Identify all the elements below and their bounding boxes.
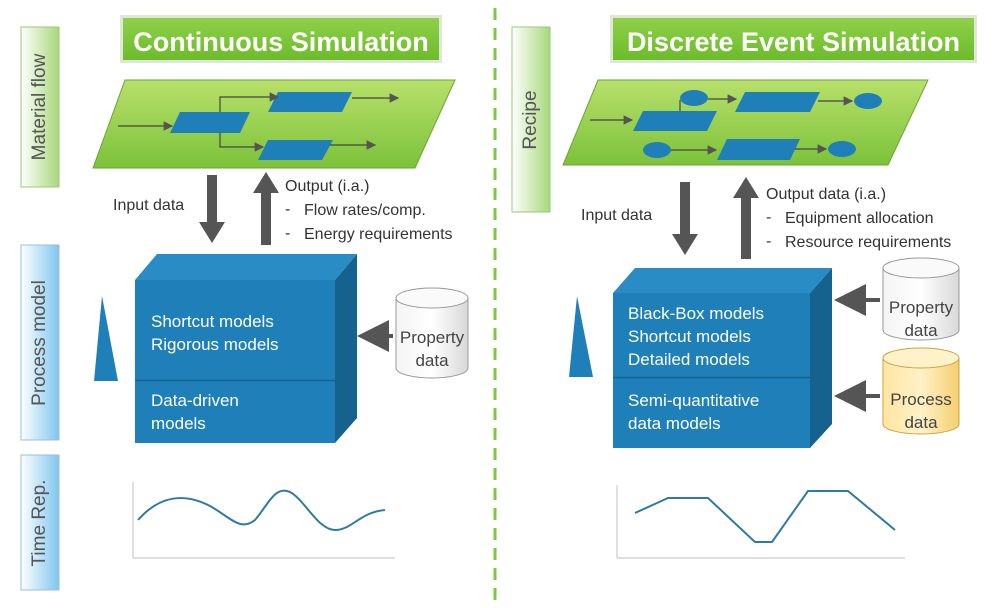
cylinder-label: Process <box>890 390 952 409</box>
unit-block <box>717 139 800 160</box>
continuous-simulation-title: Continuous Simulation <box>120 15 442 63</box>
unit-block <box>735 92 820 112</box>
detail-triangle <box>569 296 593 377</box>
output-bullet: - <box>285 225 291 242</box>
output-bullet: - <box>766 209 772 226</box>
event-node <box>854 93 882 109</box>
unit-block <box>633 111 717 131</box>
flow-arrow <box>219 92 280 112</box>
side-label-process-model: Process model <box>29 279 50 406</box>
side-box-process-model <box>20 244 60 441</box>
input-data-label: Input data <box>113 197 185 214</box>
process-data-cylinder <box>882 347 960 435</box>
discrete-curve <box>634 490 896 543</box>
output-arrow-up <box>253 172 279 245</box>
property-data-cylinder <box>395 287 469 379</box>
output-item: Energy requirements <box>304 226 453 243</box>
output-bullet: - <box>285 201 291 218</box>
cylinder-label: data <box>904 413 938 432</box>
side-label-time-rep: Time Rep. <box>29 479 50 566</box>
output-arrow-up <box>733 177 759 259</box>
flow-arrow <box>219 133 265 152</box>
model-type-label: Shortcut models <box>628 327 751 346</box>
discrete-event-simulation-title: Discrete Event Simulation <box>610 15 977 63</box>
model-type-label: models <box>151 414 206 433</box>
model-type-label: Semi-quantitative <box>628 391 760 410</box>
side-label-recipe: Recipe <box>520 89 541 150</box>
continuous-curve <box>137 489 386 532</box>
model-type-label: Detailed models <box>628 350 750 369</box>
output-bullet: - <box>766 233 772 250</box>
output-title: Output (i.a.) <box>285 178 370 195</box>
event-node <box>680 90 708 106</box>
cylinder-label: Property <box>888 298 954 317</box>
model-type-label: Data-driven <box>151 391 239 410</box>
output-item: Resource requirements <box>785 234 952 251</box>
output-item: Equipment allocation <box>785 210 934 227</box>
model-type-label: data models <box>628 414 721 433</box>
input-data-label: Input data <box>581 207 653 224</box>
side-box-time-rep <box>20 454 60 591</box>
event-node <box>828 141 856 157</box>
unit-block <box>258 140 333 160</box>
cylinder-label: data <box>904 321 938 340</box>
output-title: Output data (i.a.) <box>766 186 887 203</box>
process-model-box <box>613 268 832 448</box>
model-type-label: Black-Box models <box>628 304 765 323</box>
unit-block <box>170 112 250 133</box>
detail-triangle <box>94 296 118 381</box>
unit-block <box>268 92 352 112</box>
event-node <box>643 142 671 158</box>
process-model-box <box>135 254 357 443</box>
cylinder-label: Property <box>399 328 465 347</box>
side-label-material-flow: Material flow <box>29 53 50 161</box>
model-type-label: Shortcut models <box>151 312 274 331</box>
input-arrow-down <box>199 175 225 243</box>
side-box-material-flow <box>20 26 60 188</box>
input-arrow-down <box>672 182 698 255</box>
output-item: Flow rates/comp. <box>304 202 426 219</box>
property-data-cylinder <box>882 257 960 341</box>
model-type-label: Rigorous models <box>151 335 279 354</box>
side-box-recipe <box>511 26 551 213</box>
cylinder-label: data <box>415 351 449 370</box>
material-flow-plane <box>92 79 456 169</box>
